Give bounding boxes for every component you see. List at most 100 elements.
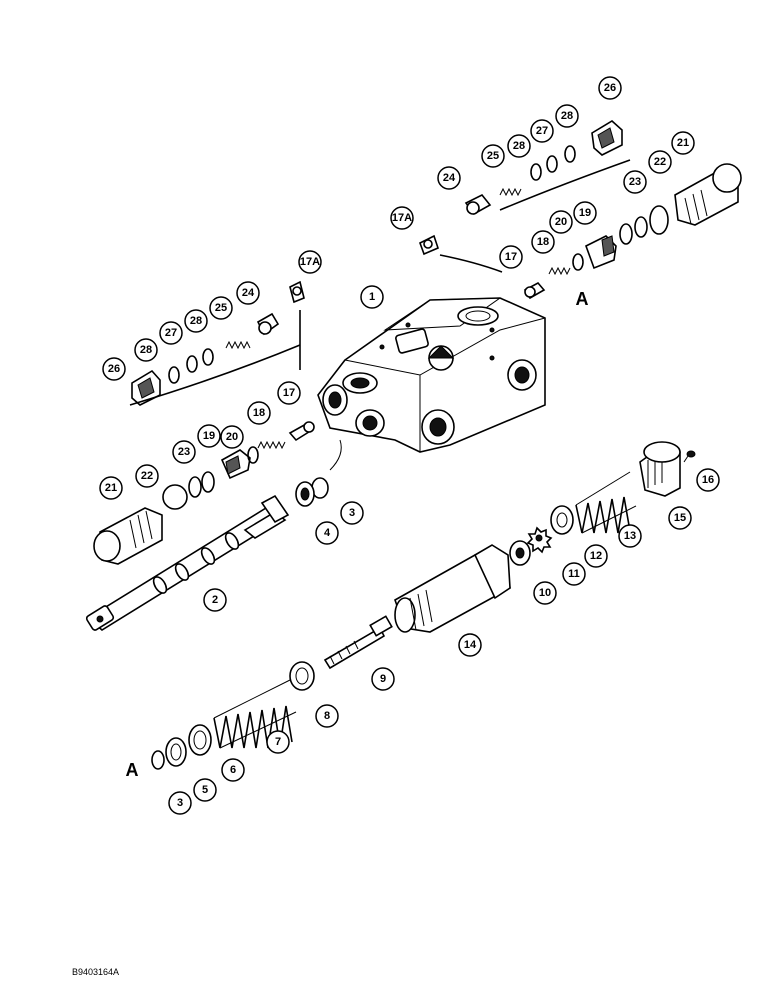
relief-seat-left bbox=[220, 449, 251, 480]
callout-number: 27 bbox=[165, 327, 177, 339]
callout-number: 26 bbox=[108, 363, 120, 375]
callout-number: 3 bbox=[177, 797, 183, 809]
callout-number: 25 bbox=[215, 302, 227, 314]
bleed-screw bbox=[683, 450, 696, 463]
oring-22-left bbox=[201, 471, 215, 493]
callout-23: 23 bbox=[623, 170, 647, 194]
callout-27: 27 bbox=[530, 119, 554, 143]
callout-number: 17 bbox=[505, 251, 517, 263]
callout-number: 3 bbox=[349, 507, 355, 519]
callout-balloon bbox=[220, 425, 244, 449]
callout-number: 23 bbox=[629, 176, 641, 188]
leader-17a-right bbox=[439, 254, 503, 273]
callout-8: 8 bbox=[315, 704, 339, 728]
callout-balloon bbox=[102, 357, 126, 381]
callout-balloon bbox=[623, 170, 647, 194]
relief-plug-right bbox=[674, 163, 742, 226]
callout-balloon bbox=[584, 544, 608, 568]
callout-17: 17 bbox=[277, 381, 301, 405]
callout-balloon bbox=[671, 131, 695, 155]
callout-19: 19 bbox=[197, 424, 221, 448]
callout-number: 1 bbox=[369, 291, 375, 303]
spool bbox=[85, 494, 290, 631]
stud-bolt bbox=[323, 615, 393, 670]
callout-balloon bbox=[573, 201, 597, 225]
callout-balloon bbox=[315, 704, 339, 728]
callout-balloon bbox=[533, 581, 557, 605]
callout-balloon bbox=[668, 506, 692, 530]
callout-balloon bbox=[277, 381, 301, 405]
callout-number: 17A bbox=[392, 212, 412, 224]
callout-balloon bbox=[648, 150, 672, 174]
callout-number: 24 bbox=[443, 172, 456, 184]
relief-spring-right bbox=[548, 266, 571, 276]
callout-balloon bbox=[266, 730, 290, 754]
detent-housing bbox=[394, 544, 511, 633]
callout-3: 3 bbox=[168, 791, 192, 815]
callout-number: 4 bbox=[324, 527, 331, 539]
callout-balloon bbox=[168, 791, 192, 815]
callout-number: 19 bbox=[203, 430, 215, 442]
oring-29b-left bbox=[168, 366, 180, 384]
callout-balloon bbox=[315, 521, 339, 545]
callout-balloon bbox=[549, 210, 573, 234]
callout-18: 18 bbox=[247, 401, 271, 425]
oring-24-right bbox=[634, 216, 648, 238]
reference-code: B9403164A bbox=[72, 967, 119, 977]
callout-number: 21 bbox=[105, 482, 117, 494]
callout-number: 28 bbox=[190, 315, 202, 327]
callout-13: 13 bbox=[618, 524, 642, 548]
washer-right bbox=[295, 481, 315, 507]
callout-number: 17A bbox=[300, 256, 320, 268]
callout-balloon bbox=[371, 667, 395, 691]
callout-number: 10 bbox=[539, 587, 551, 599]
callout-21: 21 bbox=[671, 131, 695, 155]
callout-balloon bbox=[458, 633, 482, 657]
callout-number: 28 bbox=[513, 140, 525, 152]
callout-number: 2 bbox=[212, 594, 218, 606]
callout-number: 22 bbox=[654, 156, 666, 168]
oring-29-right bbox=[530, 163, 542, 181]
callout-balloon bbox=[135, 464, 159, 488]
spring-26-left bbox=[225, 340, 251, 350]
callout-labels: 123345678910111213141516171717A17A181819… bbox=[99, 76, 720, 815]
end-cap bbox=[639, 441, 681, 497]
callout-19: 19 bbox=[573, 201, 597, 225]
oring-24-left bbox=[188, 476, 202, 498]
callout-17: 17 bbox=[499, 245, 523, 269]
callout-balloon bbox=[172, 440, 196, 464]
callout-balloon bbox=[360, 285, 384, 309]
plug-17a-right bbox=[419, 234, 439, 256]
callout-balloon bbox=[203, 588, 227, 612]
callout-number: 20 bbox=[555, 216, 567, 228]
callout-28: 28 bbox=[507, 134, 531, 158]
callout-balloon bbox=[209, 296, 233, 320]
callout-27: 27 bbox=[159, 321, 183, 345]
relief-seat-right bbox=[585, 235, 617, 270]
callout-22: 22 bbox=[135, 464, 159, 488]
seal-ring-left bbox=[151, 750, 165, 770]
callout-balloon bbox=[531, 230, 555, 254]
callout-3: 3 bbox=[340, 501, 364, 525]
callout-26: 26 bbox=[598, 76, 622, 100]
oring-22-right bbox=[619, 223, 633, 245]
callout-5: 5 bbox=[193, 778, 217, 802]
oring-28-left bbox=[186, 355, 198, 373]
callout-15: 15 bbox=[668, 506, 692, 530]
oring-20-left bbox=[247, 446, 259, 464]
callout-balloon bbox=[99, 476, 123, 500]
callout-balloon bbox=[159, 321, 183, 345]
callout-balloon bbox=[184, 309, 208, 333]
flat-washer bbox=[509, 540, 531, 566]
callout-number: 9 bbox=[380, 673, 386, 685]
poppet-25-left bbox=[256, 312, 280, 336]
plug-27-left bbox=[131, 369, 161, 406]
callout-number: 25 bbox=[487, 150, 499, 162]
callout-balloon bbox=[437, 166, 461, 190]
relief-poppet-left bbox=[288, 421, 315, 442]
relief-poppet-right bbox=[523, 281, 546, 300]
callout-17a: 17A bbox=[390, 206, 414, 230]
callout-number: 14 bbox=[464, 639, 477, 651]
section-marker-top: A bbox=[576, 289, 589, 309]
